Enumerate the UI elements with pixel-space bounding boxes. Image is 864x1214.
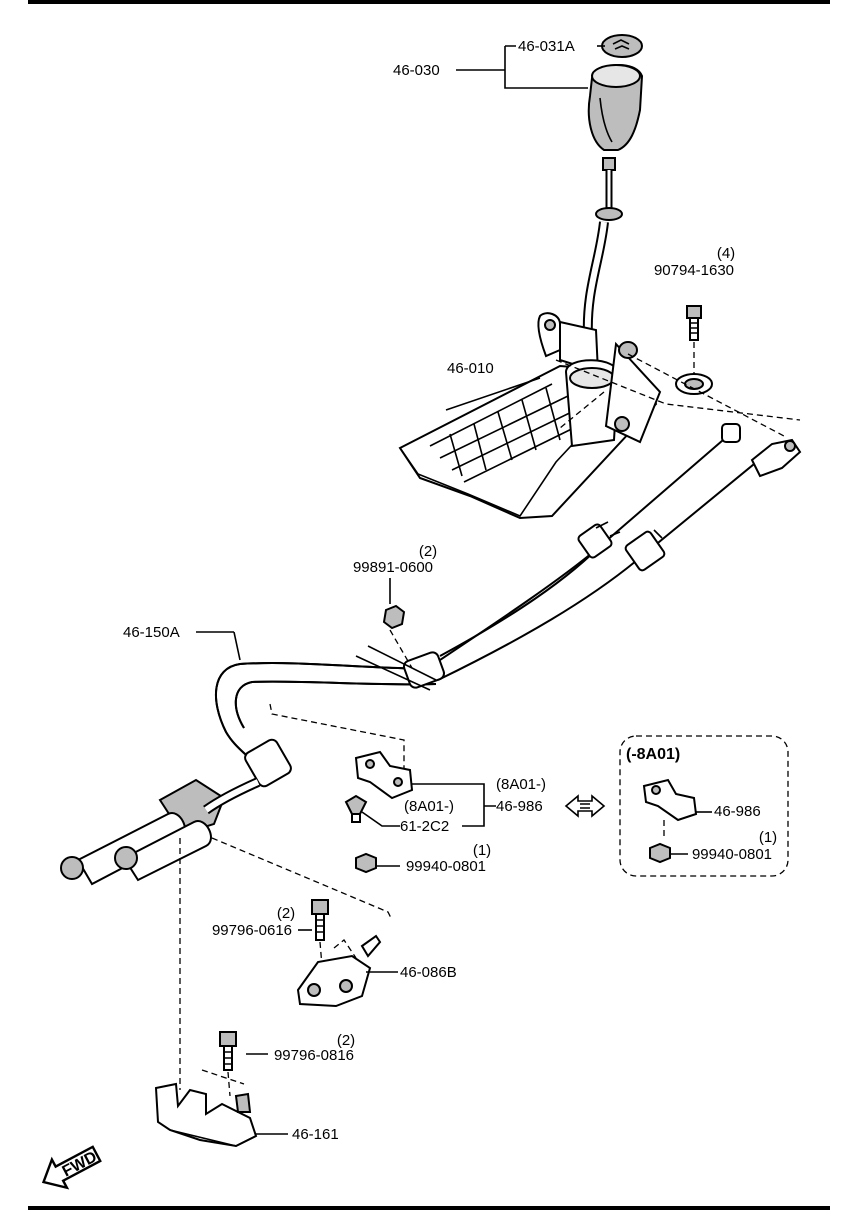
bolt3-label: 99796-0816 [274, 1047, 354, 1064]
bolt2-label: 99796-0616 [212, 922, 292, 939]
bolt3-qty-label: (2) [337, 1032, 355, 1049]
variant-up-label: (8A01-) [496, 776, 546, 793]
shift-knob-part[interactable] [587, 63, 644, 151]
nut2-qty-label: (1) [473, 842, 491, 859]
bracket-46-986-part[interactable] [354, 750, 414, 800]
bracket3-label: 46-161 [292, 1126, 339, 1143]
bolt2-qty-label: (2) [277, 905, 295, 922]
shifter-base-label: 46-010 [447, 360, 494, 377]
bolt-99796-0816-part[interactable] [219, 1031, 237, 1071]
nut-99940-part[interactable] [355, 852, 377, 874]
cable-label: 46-150A [123, 624, 180, 641]
inset-nut-part[interactable] [649, 842, 671, 864]
knob-assy-label: 46-030 [393, 62, 440, 79]
bottom-border [28, 1206, 830, 1210]
clip-61-2c2-part[interactable] [344, 794, 368, 823]
nut-label: 99891-0600 [353, 559, 433, 576]
fwd-arrow-icon: FWD [41, 1145, 102, 1190]
bolt-qty-label: (4) [717, 245, 735, 262]
variant-inset-box [619, 735, 789, 877]
knob-cap-part[interactable] [601, 34, 643, 58]
knob-cap-label: 46-031A [518, 38, 575, 55]
bracket-label: 46-986 [496, 798, 543, 815]
bolt-99796-0616-part[interactable] [311, 899, 329, 941]
nut-99891-part[interactable] [382, 604, 406, 630]
bolt-90794-part[interactable] [675, 305, 713, 395]
inset-nut-qty-label: (1) [759, 829, 777, 846]
shifter-base-part[interactable] [398, 312, 662, 520]
inset-title-label: (-8A01) [626, 746, 680, 763]
bolt-label: 90794-1630 [654, 262, 734, 279]
bracket-46-086b-part[interactable] [296, 934, 382, 1008]
bracket2-label: 46-086B [400, 964, 457, 981]
knob-leader [456, 45, 588, 89]
top-border [28, 0, 830, 4]
clip-label: 61-2C2 [400, 818, 449, 835]
inset-bracket-part[interactable] [642, 778, 698, 822]
inset-bracket-label: 46-986 [714, 803, 761, 820]
shift-lever-part[interactable] [582, 157, 623, 337]
shift-cable-part[interactable] [60, 423, 802, 886]
inset-nut-label: 99940-0801 [692, 846, 772, 863]
nut2-label: 99940-0801 [406, 858, 486, 875]
variant-down-label: (8A01-) [404, 798, 454, 815]
bracket-46-161-part[interactable] [154, 1069, 258, 1148]
interchange-arrow-icon [564, 794, 606, 818]
nut-qty-label: (2) [419, 543, 437, 560]
